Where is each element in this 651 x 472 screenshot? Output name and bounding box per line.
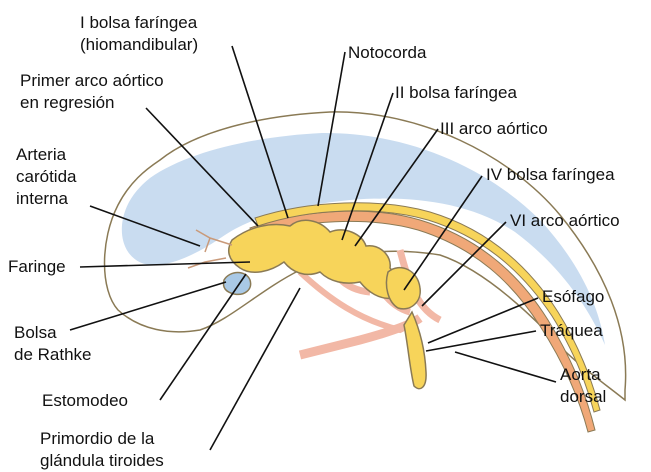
- label-third-arch: III arco aórtico: [440, 119, 548, 138]
- label-carotid-line1: Arteria: [16, 145, 67, 164]
- label-trachea: Tráquea: [540, 321, 603, 340]
- leader-dorsal-aorta: [455, 352, 556, 382]
- label-carotid-line2: carótida: [16, 167, 77, 186]
- label-rathke-line2: de Rathke: [14, 345, 92, 364]
- label-first-pouch-line2: (hiomandibular): [80, 35, 198, 54]
- label-thyroid-line1: Primordio de la: [40, 429, 155, 448]
- label-stomodeum: Estomodeo: [42, 391, 128, 410]
- label-second-pouch: II bolsa faríngea: [395, 83, 517, 102]
- label-first-arch-line1: Primer arco aórtico: [20, 71, 164, 90]
- label-pharynx: Faringe: [8, 257, 66, 276]
- label-esophagus: Esófago: [542, 287, 604, 306]
- rathke-pouch-shape: [223, 273, 250, 295]
- leader-esophagus: [428, 298, 538, 343]
- label-thyroid-line2: glándula tiroides: [40, 451, 164, 470]
- label-first-pouch-line1: I bolsa faríngea: [80, 13, 198, 32]
- label-notochord: Notocorda: [348, 43, 427, 62]
- label-dorsal-aorta-line2: dorsal: [560, 387, 606, 406]
- esophagus-trachea-shape: [404, 312, 426, 389]
- label-first-arch-line2: en regresión: [20, 93, 115, 112]
- label-rathke-line1: Bolsa: [14, 323, 57, 342]
- label-fourth-pouch: IV bolsa faríngea: [486, 165, 615, 184]
- leader-trachea: [426, 331, 536, 351]
- label-sixth-arch: VI arco aórtico: [510, 211, 620, 230]
- label-dorsal-aorta-line1: Aorta: [560, 365, 601, 384]
- label-carotid-line3: interna: [16, 189, 69, 208]
